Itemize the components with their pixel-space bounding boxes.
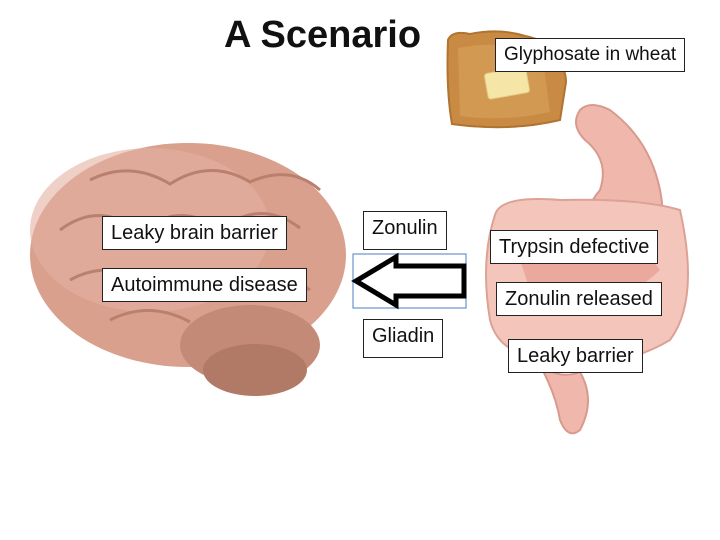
label-leaky-brain: Leaky brain barrier — [102, 216, 287, 250]
label-trypsin: Trypsin defective — [490, 230, 658, 264]
digestive-tract-illustration — [486, 105, 688, 433]
left-arrow-icon — [353, 254, 466, 308]
label-leaky-barrier: Leaky barrier — [508, 339, 643, 373]
label-glyphosate: Glyphosate in wheat — [495, 38, 685, 72]
label-autoimmune: Autoimmune disease — [102, 268, 307, 302]
label-zonulin-released: Zonulin released — [496, 282, 662, 316]
label-zonulin: Zonulin — [363, 211, 447, 250]
label-gliadin: Gliadin — [363, 319, 443, 358]
